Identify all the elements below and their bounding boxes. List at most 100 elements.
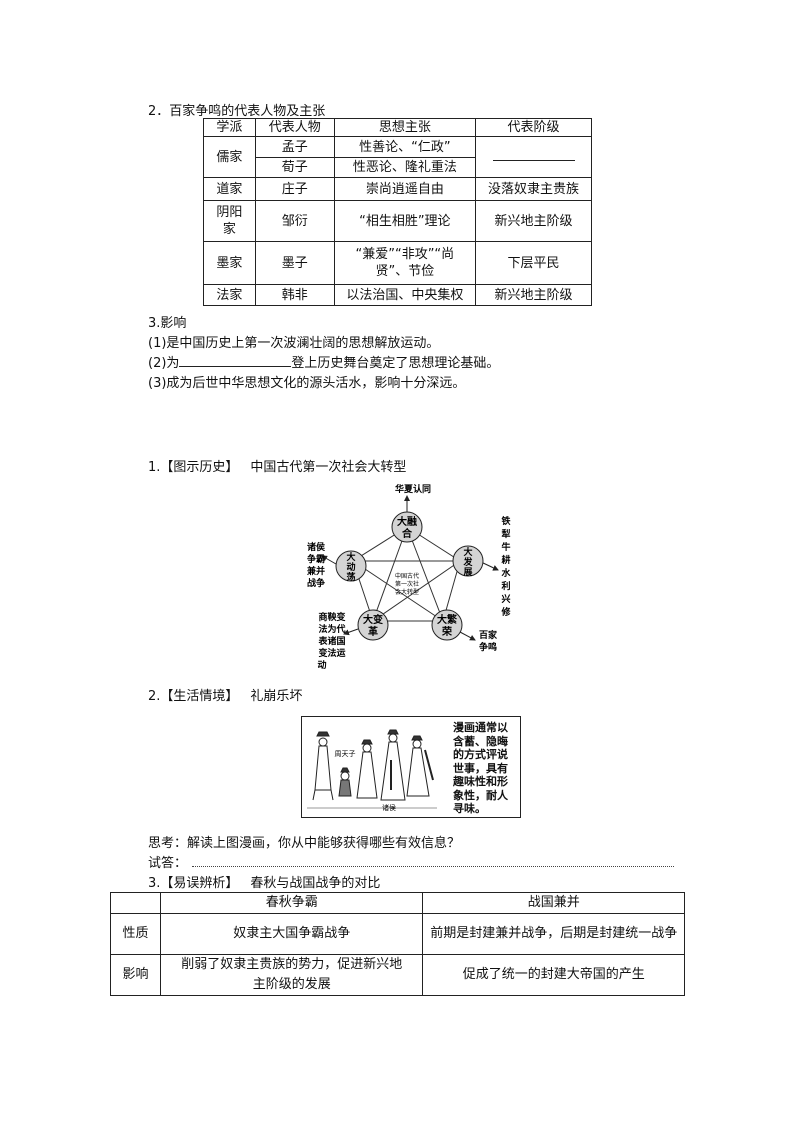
star-outline [351,525,462,623]
spring-cell: 奴隶主大国争霸战争 [159,913,424,955]
answer-line[interactable] [192,866,674,867]
warring-cell: 促成了统一的封建大帝国的产生 [422,954,685,996]
arrow-bottom-left [343,628,359,636]
node-label: 革 [368,625,378,638]
header-cell [110,892,161,914]
person-cell: 墨子 [254,241,335,285]
row-label: 影响 [110,954,161,996]
outer-label-right: 修 [500,606,511,618]
person-cell: 孟子 [254,136,335,158]
node-label: 动 [346,562,355,573]
school-cell: 法家 [203,284,256,306]
side-text-line: 寻味。 [453,802,486,815]
outer-label-right: 水 [501,567,511,579]
header-cell: 学派 [203,118,256,137]
schools-table: 学派 代表人物 思想主张 代表阶级 儒家 孟子 性善论、“仁政” 荀子 性恶论、… [203,118,592,306]
idea-line: 贤”、节俭 [375,264,435,279]
node-label: 荡 [346,571,355,583]
person-cell: 荀子 [254,157,335,178]
impact-item-suffix: 登上历史舞台奠定了思想理论基础。 [291,356,500,371]
impact-item: (2)为登上历史舞台奠定了思想理论基础。 [148,352,499,371]
node-label: 大 [346,551,355,563]
outer-label-bottom-left: 商鞅变 [318,611,345,623]
node-label: 大融 [397,515,417,528]
side-text-line: 象性，耐人 [453,788,508,802]
school-cell: 阴阳家 [203,200,256,242]
header-cell: 代表人物 [254,118,335,137]
outer-label-left: 诸侯 [307,541,326,553]
idea-cell: “相生相胜”理论 [333,200,477,242]
answer-row: 试答： [148,852,187,871]
social-transformation-diagram: 中国古代 第一次社 会大转型 大融 合 大 发 展 大繁 荣 大变 革 大 动 … [306,483,512,671]
outer-label-bottom-right: 百家 [479,629,498,641]
outer-label-left: 兼并 [306,565,325,577]
impact-item: (1)是中国历史上第一次波澜壮阔的思想解放运动。 [148,336,440,351]
outer-label-right: 犁 [501,528,510,540]
section-heading-schools: 2．百家争鸣的代表人物及主张 [148,104,326,119]
node-label: 荣 [441,625,452,638]
cartoon-box: 周天子 诸侯 漫画通常以 含蓄、隐晦 的方式评说 世事，具有 趣味性和形 象性，… [301,716,521,818]
warring-cell: 前期是封建兼并战争，后期是封建统一战争 [422,913,685,955]
table-row: 阴阳家 邹衍 “相生相胜”理论 新兴地主阶级 [203,200,592,242]
class-cell: 新兴地主阶级 [475,200,592,242]
label-lords: 诸侯 [382,803,396,812]
cartoon-heading: 2.【生活情境】礼崩乐坏 [148,685,302,704]
heading-tag: 【易误辨析】 [160,876,239,891]
compare-table: 春秋争霸 战国兼并 性质 奴隶主大国争霸战争 前期是封建兼并战争，后期是封建统一… [110,892,685,996]
cartoon-illustration: 周天子 诸侯 [307,729,437,812]
person-cell: 邹衍 [254,200,335,242]
center-label-line: 中国古代 [395,572,419,580]
side-text-line: 漫画通常以 [453,721,508,734]
table-header-row: 学派 代表人物 思想主张 代表阶级 [203,118,592,137]
node-reform [357,609,389,641]
header-cell: 战国兼并 [422,892,685,914]
outer-label-right: 耕 [501,554,510,566]
node-label: 大变 [363,613,383,626]
idea-cell: “兼爱”“非攻”“尚贤”、节俭 [333,241,477,285]
table-row: 道家 庄子 崇尚逍遥自由 没落奴隶主贵族 [203,177,592,201]
heading-tag: 【生活情境】 [160,689,239,704]
impact-item: (3)成为后世中华思想文化的源头活水，影响十分深远。 [148,376,466,391]
arrow-bottom-right [459,631,476,641]
answer-label: 试答： [148,856,188,871]
answer-blank[interactable] [179,354,292,367]
outer-label-bottom-right: 争鸣 [479,641,497,653]
outer-label-right: 牛 [501,541,510,553]
school-cell: 道家 [203,177,256,201]
answer-blank[interactable] [492,148,575,161]
person-cell: 庄子 [254,177,335,201]
heading-title: 中国古代第一次社会大转型 [250,460,407,475]
arrow-right [480,561,499,571]
header-cell: 思想主张 [333,118,477,137]
center-label-line: 第一次社 [395,580,419,588]
outer-label-left: 战争 [307,577,325,589]
heading-number: 2. [148,689,161,704]
outer-label-bottom-left: 动 [317,660,326,671]
think-question: 思考：解读上图漫画，你从中能够获得哪些有效信息？ [148,836,461,851]
outer-label-left: 争霸 [307,553,325,565]
node-label: 大繁 [437,613,458,626]
idea-line: “兼爱”“非攻”“尚 [355,247,455,262]
node-label: 发 [462,556,473,568]
outer-label-bottom-left: 表诸国 [317,635,345,647]
class-blank-cell [475,136,592,178]
outer-label-bottom-left: 变法运 [318,647,346,659]
heading-tag: 【图示历史】 [160,460,239,475]
idea-cell: 性恶论、隆礼重法 [333,157,477,178]
table-row: 儒家 孟子 性善论、“仁政” [203,136,592,178]
table-row: 影响 削弱了奴隶主贵族的势力，促进新兴地主阶级的发展 促成了统一的封建大帝国的产… [110,954,685,996]
heading-number: 3. [148,876,161,891]
outer-label-bottom-left: 法为代 [318,623,345,635]
header-cell: 代表阶级 [475,118,592,137]
spring-cell: 削弱了奴隶主贵族的势力，促进新兴地主阶级的发展 [159,954,424,996]
heading-title: 春秋与战国战争的对比 [250,876,381,891]
school-name-line: 阴阳 [216,205,243,220]
center-label-line: 会大转型 [395,588,419,596]
label-king: 周天子 [335,750,356,758]
cartoon-side-text: 漫画通常以 含蓄、隐晦 的方式评说 世事，具有 趣味性和形 象性，耐人 寻味。 [453,721,517,816]
outer-label-right: 铁 [501,515,510,527]
header-cell: 春秋争霸 [159,892,424,914]
school-name-line: 家 [222,222,236,237]
diagram-heading: 1.【图示历史】中国古代第一次社会大转型 [148,456,406,475]
school-cell: 儒家 [203,136,256,178]
